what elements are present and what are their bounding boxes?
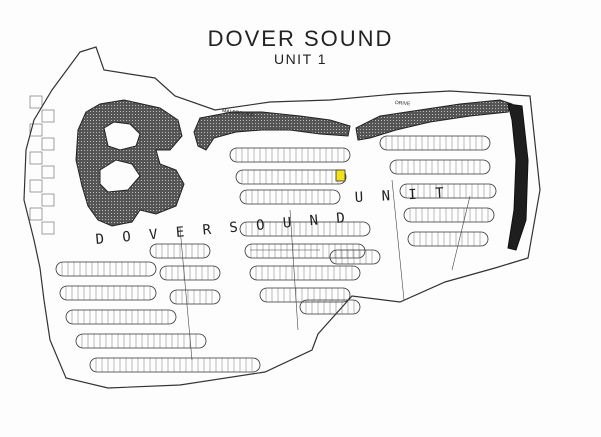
- lot-west: [41, 109, 55, 123]
- lot-row: [403, 207, 495, 223]
- lot-west: [41, 137, 55, 151]
- lot-west: [41, 221, 55, 235]
- lot-west: [41, 165, 55, 179]
- lot-row: [379, 135, 491, 151]
- lot-row: [389, 159, 491, 175]
- lot-row: [65, 309, 177, 325]
- map-subtitle: UNIT 1: [273, 51, 328, 67]
- lot-blocks: [29, 95, 497, 373]
- lot-row: [55, 261, 157, 277]
- road-label-drive: DRIVE: [395, 100, 411, 107]
- lot-row: [89, 357, 261, 373]
- lake-east-channel: [507, 103, 529, 251]
- unit-label: U N I T: [354, 185, 449, 206]
- subdivision-boundary: [23, 46, 541, 389]
- map-title: DOVER SOUND: [207, 26, 394, 51]
- lot-west: [29, 123, 43, 137]
- sketch-lines: [179, 179, 471, 361]
- lake-central: [193, 111, 351, 151]
- lot-row: [75, 333, 207, 349]
- lot-west: [29, 95, 43, 109]
- lot-west: [41, 193, 55, 207]
- lot-west: [29, 179, 43, 193]
- lot-row: [239, 189, 341, 205]
- lot-row: [329, 249, 381, 265]
- lake-north-east: [355, 99, 513, 141]
- lake-west: [75, 99, 185, 227]
- lot-row: [239, 221, 371, 237]
- lot-west: [29, 207, 43, 221]
- highlighted-lot[interactable]: [335, 169, 346, 182]
- lot-row: [407, 231, 489, 247]
- lot-west: [29, 151, 43, 165]
- lot-row: [235, 169, 347, 185]
- lot-row: [169, 289, 221, 305]
- road-label-malbrooks: MALBROOKS: [222, 108, 255, 118]
- lot-row: [259, 287, 351, 303]
- lot-row: [249, 265, 361, 281]
